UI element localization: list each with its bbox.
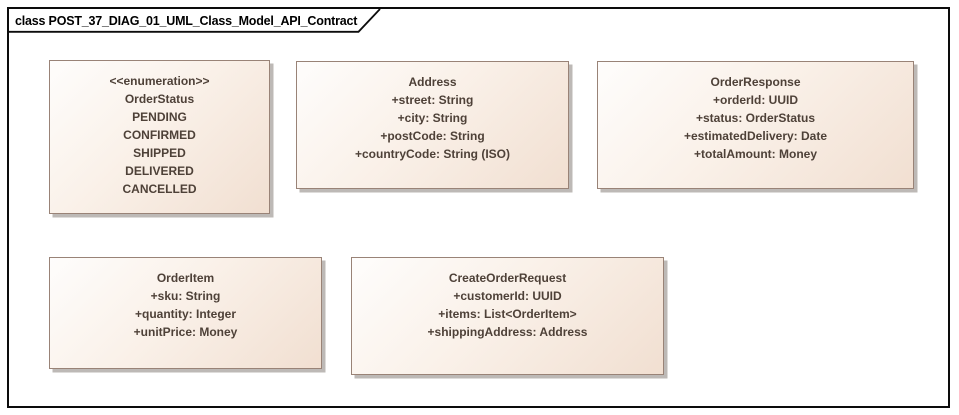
class-members: +orderId: UUID +status: OrderStatus +estim… xyxy=(598,91,913,163)
class-box-address[interactable]: Address +street: String +city: String +pos… xyxy=(296,61,569,189)
class-member: CONFIRMED xyxy=(123,128,196,142)
class-member: +countryCode: String (ISO) xyxy=(354,147,510,161)
class-members: +sku: String +quantity: Integer +unitPrice… xyxy=(50,287,321,341)
class-member: +status: OrderStatus xyxy=(695,111,816,125)
class-member: PENDING xyxy=(132,110,187,124)
class-name: OrderStatus xyxy=(124,92,195,106)
class-member: +orderId: UUID xyxy=(712,93,798,107)
diagram-title: class POST_37_DIAG_01_UML_Class_Model_AP… xyxy=(15,13,358,28)
class-member: +items: List<OrderItem> xyxy=(438,307,577,321)
class-name: OrderResponse xyxy=(710,75,801,89)
class-box-orderresponse[interactable]: OrderResponse +orderId: UUID +status: Ord… xyxy=(597,61,914,189)
class-member: CANCELLED xyxy=(122,182,197,196)
class-member: +street: String xyxy=(391,93,474,107)
class-member: +postCode: String xyxy=(380,129,485,143)
class-members: +customerId: UUID +items: List<OrderItem>… xyxy=(352,287,663,341)
class-name: CreateOrderRequest xyxy=(448,271,567,285)
class-member: SHIPPED xyxy=(133,146,186,160)
class-member: DELIVERED xyxy=(125,164,194,178)
class-member: +sku: String xyxy=(150,289,221,303)
class-member: +quantity: Integer xyxy=(134,307,236,321)
class-box-createorderrequest[interactable]: CreateOrderRequest +customerId: UUID +ite… xyxy=(351,257,664,375)
class-name: Address xyxy=(408,75,457,89)
diagram-frame: class POST_37_DIAG_01_UML_Class_Model_AP… xyxy=(7,7,950,408)
class-member: +customerId: UUID xyxy=(453,289,562,303)
class-member: +shippingAddress: Address xyxy=(427,325,588,339)
class-name: OrderItem xyxy=(156,271,215,285)
class-stereotype: <<enumeration>> xyxy=(109,74,210,88)
class-box-orderitem[interactable]: OrderItem +sku: String +quantity: Integer… xyxy=(49,257,322,369)
class-member: +city: String xyxy=(397,111,468,125)
frame-title-tab xyxy=(9,9,381,33)
class-member: +unitPrice: Money xyxy=(133,325,238,339)
class-box-orderstatus[interactable]: <<enumeration>> OrderStatus PENDING CONFI… xyxy=(49,60,270,214)
class-member: +totalAmount: Money xyxy=(694,147,817,161)
class-members: +street: String +city: String +postCode: S… xyxy=(297,91,568,163)
class-member: +estimatedDelivery: Date xyxy=(683,129,828,143)
class-members: PENDING CONFIRMED SHIPPED DELIVERED CANCELLE… xyxy=(50,108,269,198)
